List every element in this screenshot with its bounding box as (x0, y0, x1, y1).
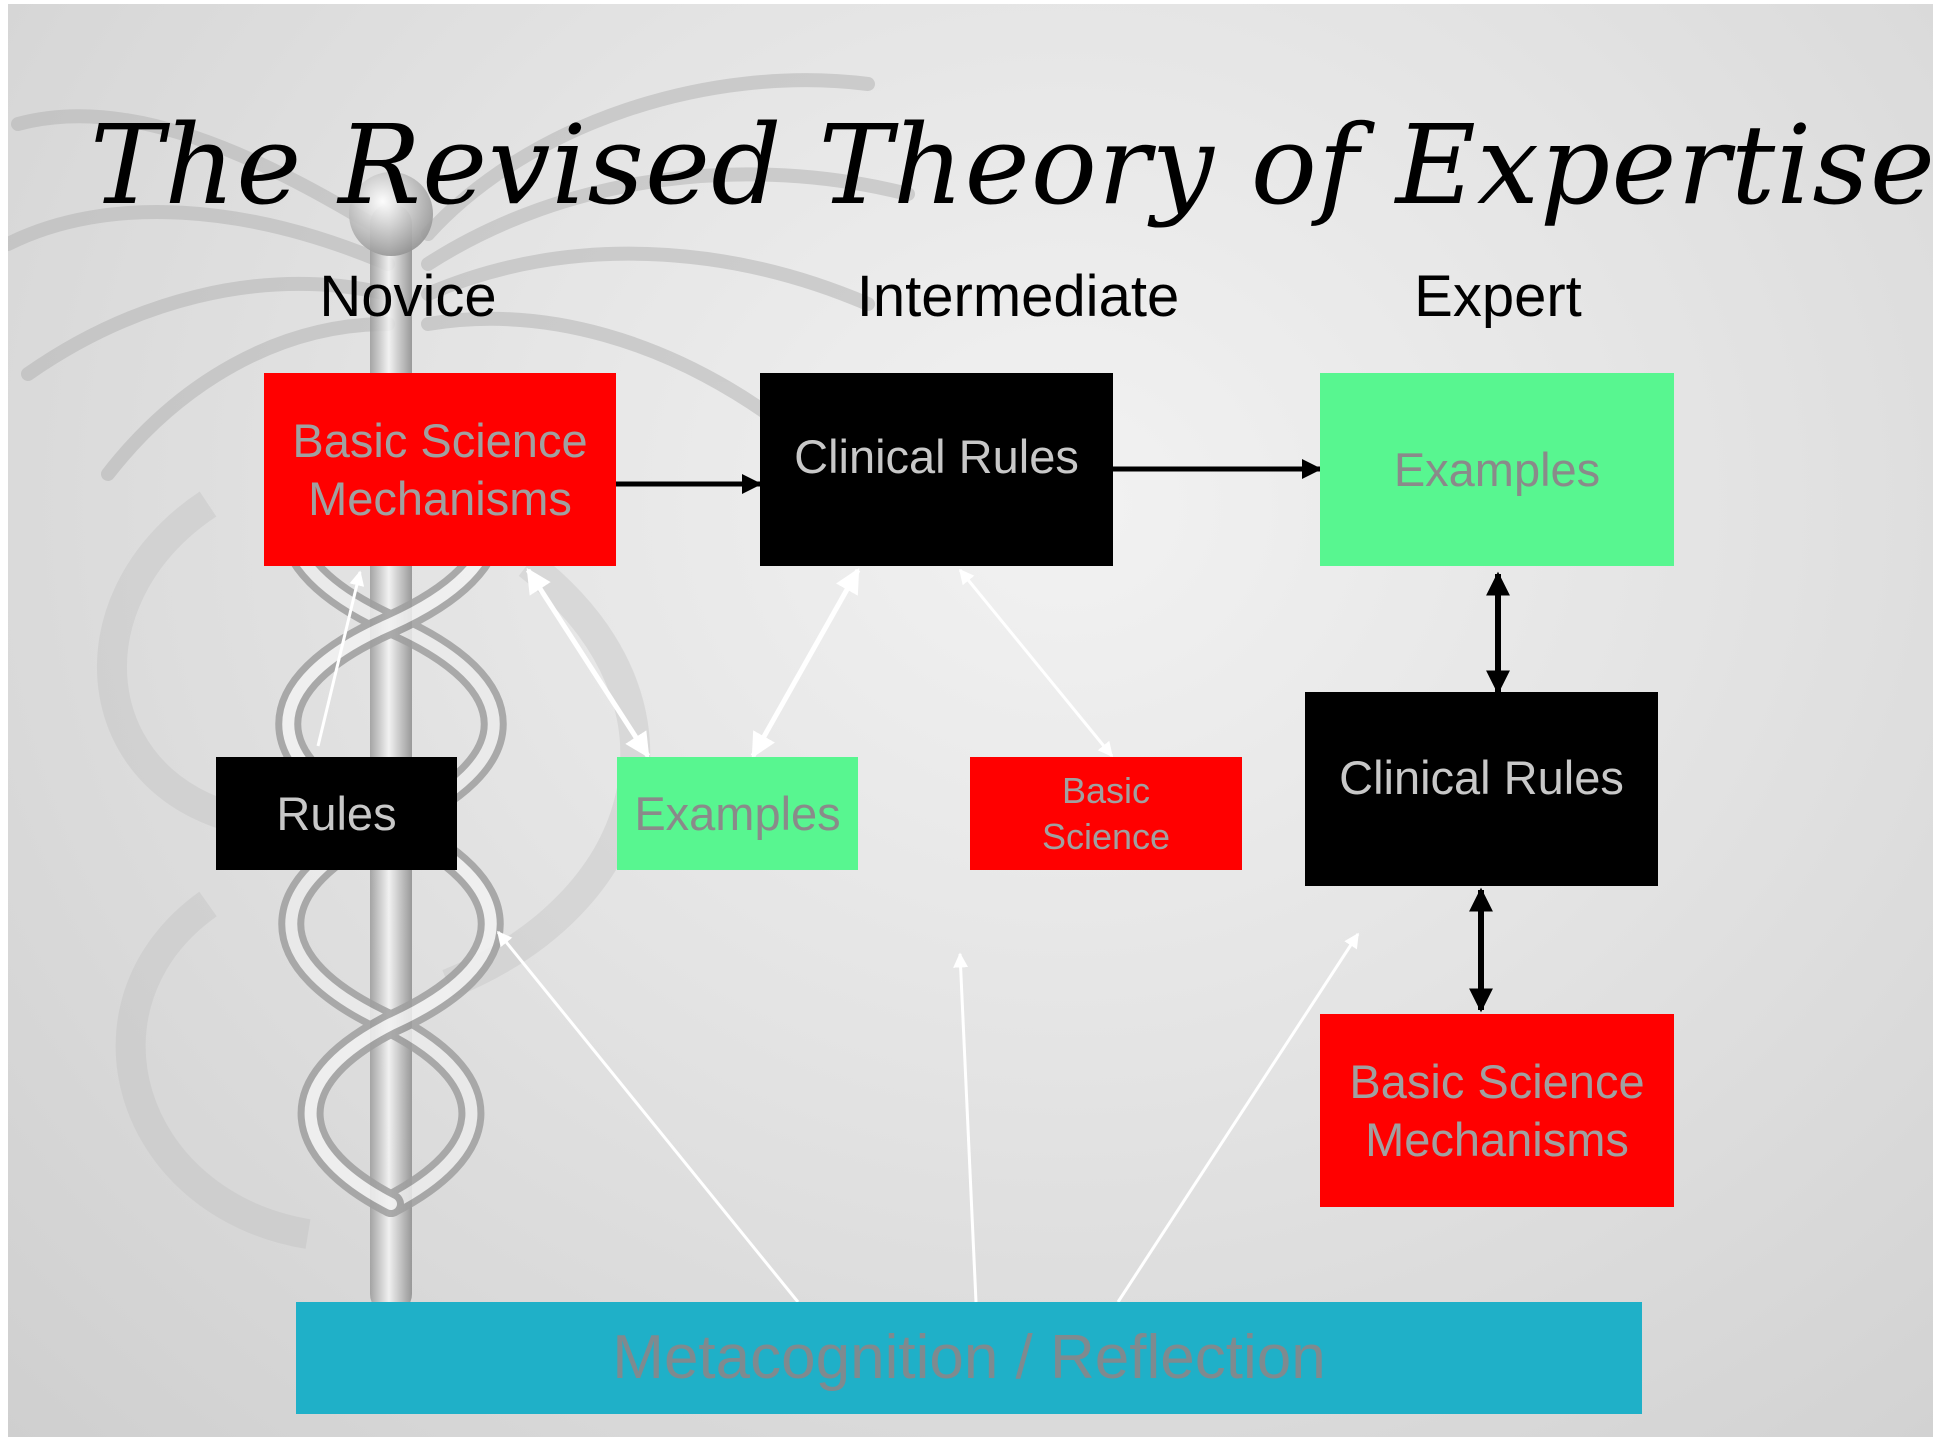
expert-basic-science-box: Basic Science Mechanisms (1320, 1014, 1674, 1207)
intermediate-examples-box: Examples (617, 757, 858, 870)
slide: The Revised Theory of Expertise Novice I… (8, 4, 1933, 1437)
expert-clinical-rules-box: Clinical Rules (1305, 692, 1658, 886)
stage-label-intermediate: Intermediate (856, 264, 1180, 329)
novice-rules-box: Rules (216, 757, 457, 870)
novice-basic-science-box: Basic Science Mechanisms (264, 373, 616, 566)
metacognition-reflection-bar: Metacognition / Reflection (296, 1302, 1642, 1414)
stage-label-novice: Novice (319, 264, 497, 329)
intermediate-basic-science-box: Basic Science (970, 757, 1242, 870)
stage-label-expert: Expert (1414, 264, 1582, 329)
slide-title: The Revised Theory of Expertise (90, 101, 1933, 229)
intermediate-clinical-rules-box: Clinical Rules (760, 373, 1113, 566)
expert-examples-box: Examples (1320, 373, 1674, 566)
